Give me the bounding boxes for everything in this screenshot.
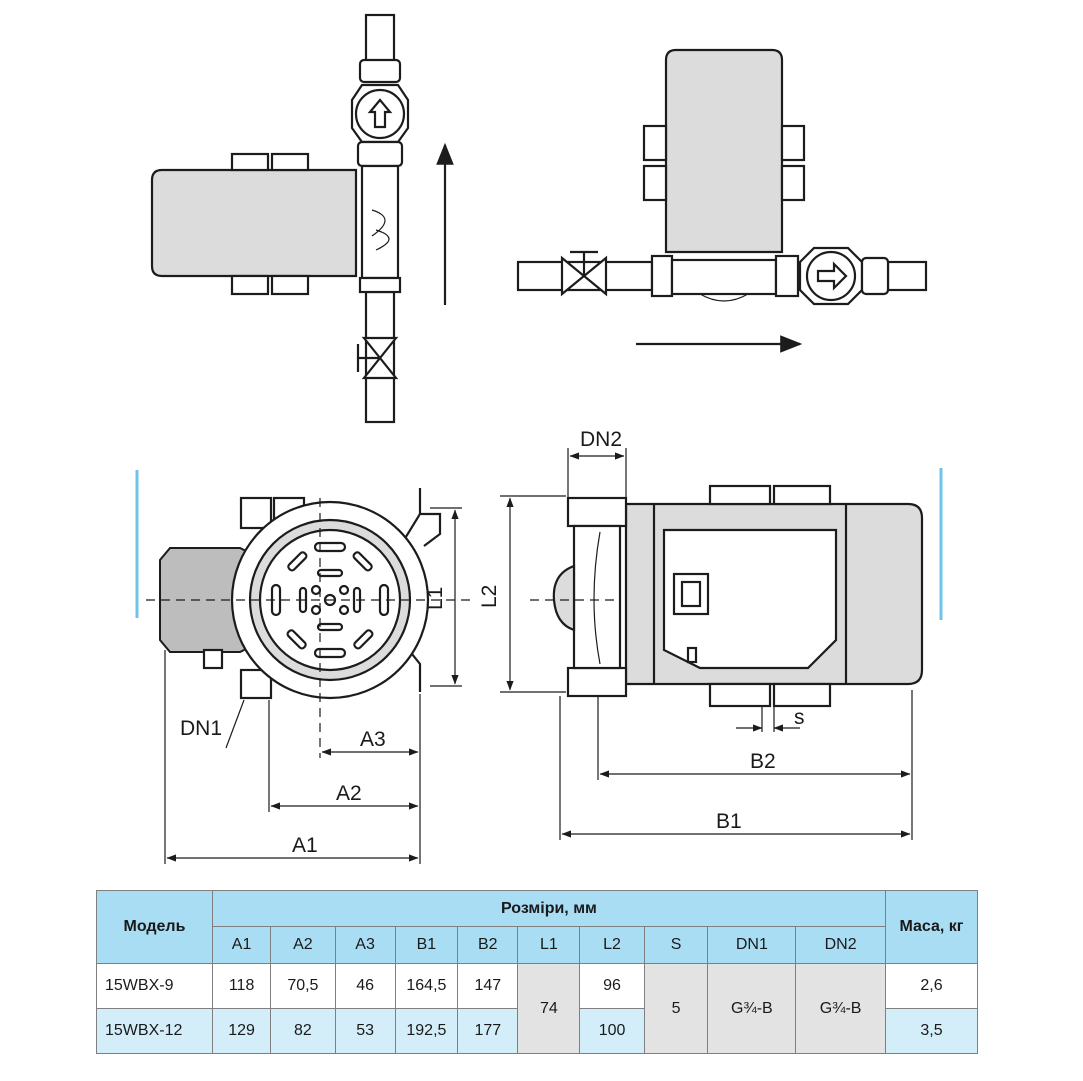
table-row: 15WBX-9 118 70,5 46 164,5 147 74 96 5 G¾… [96,963,979,1054]
cell-b2: 177 [457,1008,519,1054]
cell-l2: 100 [579,1008,645,1054]
col-a1: A1 [211,926,272,964]
col-l2: L2 [579,926,645,964]
col-l1: L1 [517,926,581,964]
cell-a3: 53 [334,1008,396,1054]
cell-l2: 96 [579,963,645,1009]
cell-model: 15WBX-9 [96,963,213,1009]
cell-b1: 164,5 [394,963,459,1009]
label-a3: A3 [360,728,386,751]
label-l1: L1 [424,587,447,610]
label-dn2: DN2 [580,428,622,451]
pump-end-view [135,470,470,864]
horizontal-installation-view [516,48,928,353]
label-dn1: DN1 [180,717,222,740]
col-dn2: DN2 [795,926,886,964]
col-s: S [643,926,709,964]
pump-side-view [500,448,943,840]
header-model: Модель [96,890,213,964]
label-b2: B2 [750,750,776,773]
cell-a3: 46 [334,963,396,1009]
cell-model: 15WBX-12 [96,1008,213,1054]
label-a1: A1 [292,834,318,857]
label-l2: L2 [478,585,501,608]
cell-a2: 82 [270,1008,336,1054]
vertical-installation-view [150,13,454,424]
cell-dn1-shared: G¾-B [707,963,797,1054]
cell-a1: 129 [211,1008,272,1054]
cell-l1-shared: 74 [517,963,581,1054]
cell-s-shared: 5 [643,963,709,1054]
label-b1: B1 [716,810,742,833]
cell-a1: 118 [211,963,272,1009]
col-b1: B1 [394,926,459,964]
pump-technical-drawing: DN2 L1 L2 DN1 A3 A2 A1 s B2 B1 [135,13,943,864]
cell-a2: 70,5 [270,963,336,1009]
specifications-table: Модель Розміри, мм Маса, кг A1 A2 A3 B1 … [96,890,979,1054]
cell-mass: 2,6 [884,963,979,1009]
cell-mass: 3,5 [884,1008,979,1054]
cell-b1: 192,5 [394,1008,459,1054]
col-a3: A3 [334,926,396,964]
col-b2: B2 [457,926,519,964]
header-mass: Маса, кг [884,890,979,964]
label-a2: A2 [336,782,362,805]
cell-dn2-shared: G¾-B [795,963,886,1054]
header-dimensions: Розміри, мм [211,890,886,927]
cell-b2: 147 [457,963,519,1009]
col-a2: A2 [270,926,336,964]
table-row: 15WBX-12 129 82 53 192,5 177 100 3,5 [96,1008,979,1054]
col-dn1: DN1 [707,926,797,964]
label-s: s [794,706,805,729]
